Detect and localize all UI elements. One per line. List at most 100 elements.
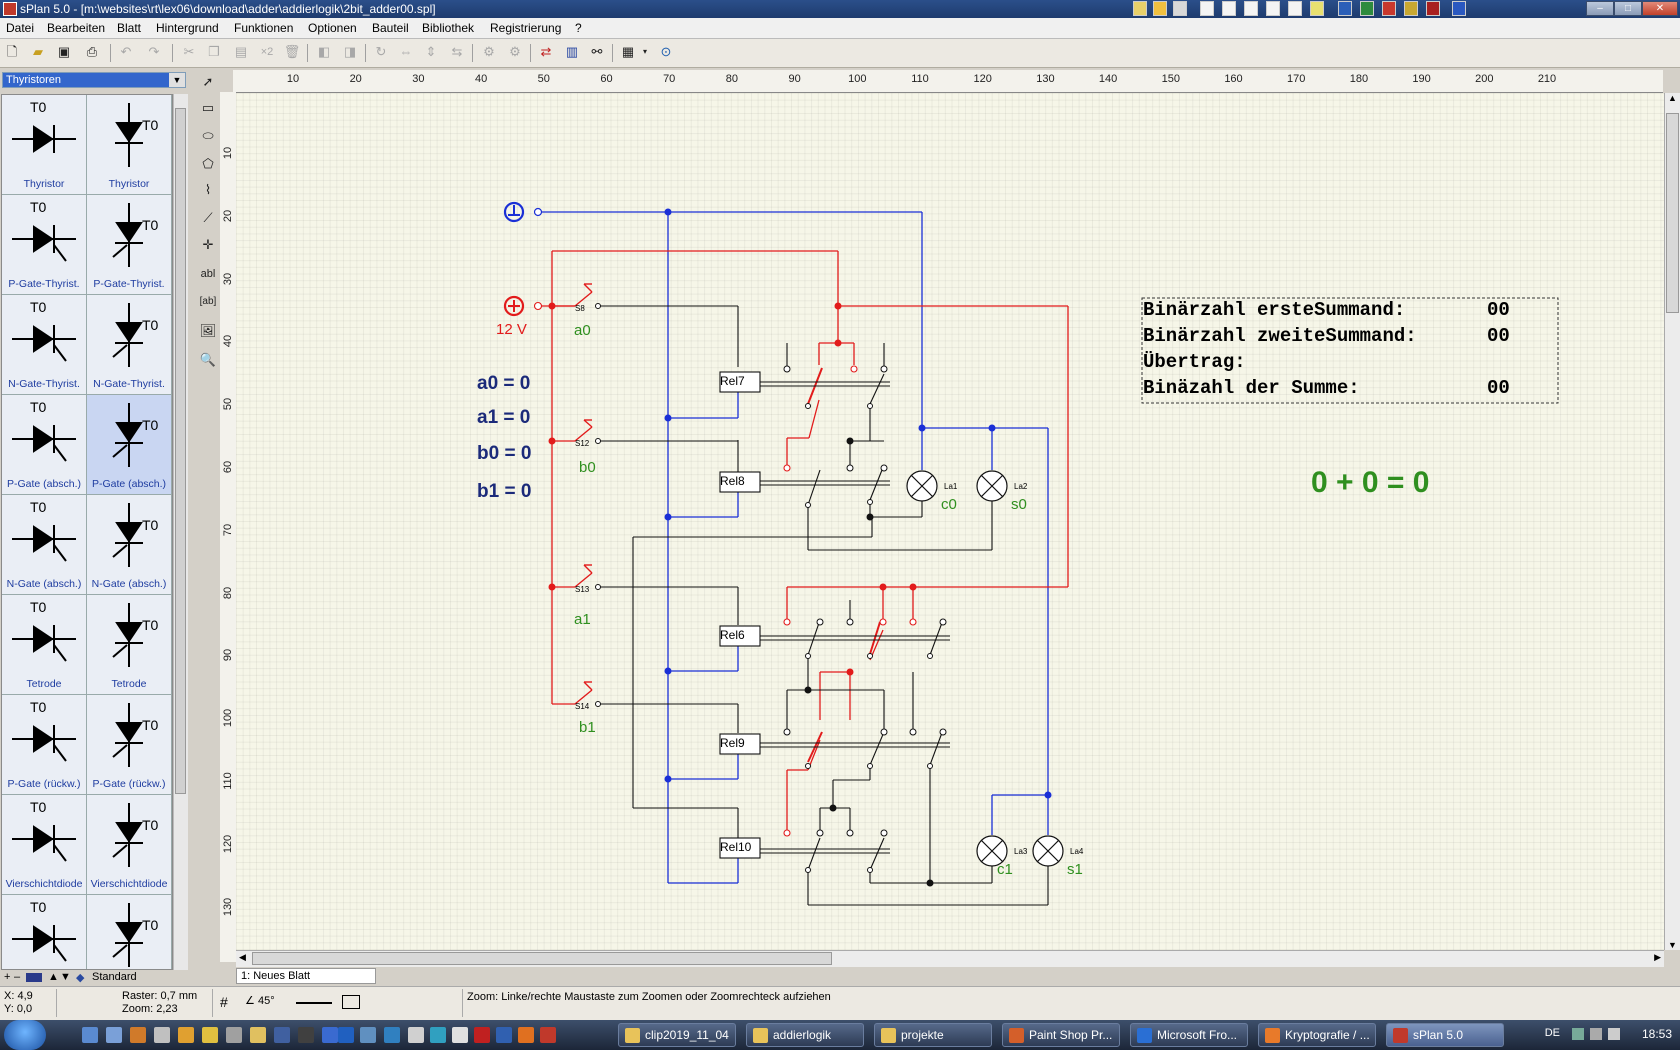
angle-icon[interactable]: ∠ [245,995,255,1007]
status-angle[interactable]: 45° [258,995,275,1007]
line-tool-icon[interactable]: ⟋ [203,210,213,225]
taskbar-task-paintshop[interactable]: Paint Shop Pr... [1002,1023,1120,1047]
delete-icon[interactable]: 🗑 [283,44,301,59]
language-indicator[interactable]: DE [1544,1027,1560,1039]
menu-funktionen[interactable]: Funktionen [234,21,294,35]
new-file-icon[interactable]: 🗋 [6,44,18,59]
open-folder-icon[interactable]: ▰ [33,44,43,59]
image-tool-icon[interactable]: 🖼 [199,323,217,338]
quicklaunch-icon[interactable] [154,1027,170,1043]
bezier-tool-icon[interactable]: ⌇ [204,182,212,197]
align-icon[interactable]: ⇆ [451,44,463,59]
menu-blatt[interactable]: Blatt [117,21,142,35]
chevron-down-icon[interactable]: ▼ [169,73,185,87]
quicklaunch-icon[interactable] [250,1027,266,1043]
tray-app-icon[interactable] [1153,1,1167,16]
move-up-icon[interactable]: ▲ [48,971,59,983]
polygon-tool-icon[interactable]: ⬠ [202,156,214,171]
quicklaunch-icon[interactable] [178,1027,194,1043]
splan-app-icon[interactable] [3,2,17,16]
quicklaunch-icon[interactable] [202,1027,218,1043]
menu-bibliothek[interactable]: Bibliothek [422,21,475,35]
scrollbar-thumb[interactable] [252,952,832,965]
quicklaunch-icon[interactable] [384,1027,400,1043]
group-icon[interactable]: ⚙ [483,44,495,59]
input-label-b1[interactable]: b1 [579,719,596,736]
ungroup-icon[interactable]: ⚙ [509,44,521,59]
tray-app-icon[interactable] [1200,1,1214,16]
quicklaunch-icon[interactable] [474,1027,490,1043]
scroll-down-icon[interactable]: ▼ [1668,940,1677,950]
rename-icon[interactable] [26,973,42,982]
menu-bearbeiten[interactable]: Bearbeiten [47,21,106,35]
quicklaunch-icon[interactable] [496,1027,512,1043]
tray-app-icon[interactable] [1173,1,1187,16]
close-button[interactable]: ✕ [1642,1,1678,16]
grid-options-icon[interactable]: ▦ [621,44,635,59]
print-icon[interactable]: ⎙ [86,44,98,59]
start-button[interactable] [4,1020,46,1050]
menu-registrierung[interactable]: Registrierung [490,21,562,35]
scroll-right-icon[interactable]: ▶ [1654,952,1661,962]
tray-app-icon[interactable] [1452,1,1466,16]
quicklaunch-icon[interactable] [452,1027,468,1043]
textbox-tool-icon[interactable]: [ab] [199,296,217,307]
zoom-tool-icon[interactable]: 🔍 [199,352,217,367]
tray-app-icon[interactable] [1244,1,1258,16]
quicklaunch-icon[interactable] [540,1027,556,1043]
menu-datei[interactable]: Datei [6,21,35,35]
line-width-icon[interactable] [296,1002,332,1004]
menu-help[interactable]: ? [575,21,582,35]
taskbar-task-clip[interactable]: clip2019_11_04 [618,1023,736,1047]
add-icon[interactable]: + [4,971,11,983]
move-down-icon[interactable]: ▼ [60,971,71,983]
grid-toggle-icon[interactable]: # [220,994,228,1010]
taskbar-task-frontpage[interactable]: Microsoft Fro... [1130,1023,1248,1047]
scroll-up-icon[interactable]: ▲ [1668,93,1677,103]
menu-optionen[interactable]: Optionen [308,21,357,35]
canvas-vertical-scrollbar[interactable]: ▲ ▼ [1664,93,1680,950]
tray-app-icon[interactable] [1310,1,1324,16]
library-item[interactable]: T0 [2,895,87,969]
book-icon[interactable]: ◆ [76,972,85,984]
quicklaunch-icon[interactable] [518,1027,534,1043]
quicklaunch-icon[interactable] [430,1027,446,1043]
ellipse-tool-icon[interactable]: ⬭ [202,128,214,143]
menu-bauteil[interactable]: Bauteil [372,21,409,35]
scrollbar-thumb[interactable] [1666,113,1679,313]
quicklaunch-icon[interactable] [130,1027,146,1043]
select-arrow-icon[interactable]: ➚ [202,74,214,89]
taskbar-task-projekte[interactable]: projekte [874,1023,992,1047]
tray-app-icon[interactable] [1288,1,1302,16]
drawing-canvas[interactable]: 12 V S8 a0 S12 b0 S13 a1 S14 b1 a0 = 0 a… [236,93,1664,950]
quicklaunch-icon[interactable] [226,1027,242,1043]
tray-app-icon[interactable] [1382,1,1396,16]
junction-tool-icon[interactable]: ✛ [202,237,214,252]
undo-icon[interactable]: ↶ [120,44,132,59]
chevron-down-icon[interactable]: ▾ [642,47,647,56]
canvas-horizontal-scrollbar[interactable]: ◀ ▶ [236,950,1664,967]
to-back-icon[interactable]: ◨ [343,44,357,59]
tray-app-icon[interactable] [1133,1,1147,16]
quicklaunch-icon[interactable] [106,1027,122,1043]
taskbar-task-firefox[interactable]: Kryptografie / ... [1258,1023,1376,1047]
taskbar-task-splan[interactable]: sPlan 5.0 [1386,1023,1504,1047]
tray-app-icon[interactable] [1222,1,1236,16]
input-label-b0[interactable]: b0 [579,459,596,476]
redo-icon[interactable]: ↷ [148,44,160,59]
quicklaunch-icon[interactable] [408,1027,424,1043]
tray-app-icon[interactable] [1404,1,1418,16]
fill-style-icon[interactable] [342,995,360,1009]
zoom-icon[interactable]: ⊙ [660,44,672,59]
remove-icon[interactable]: – [14,971,21,983]
